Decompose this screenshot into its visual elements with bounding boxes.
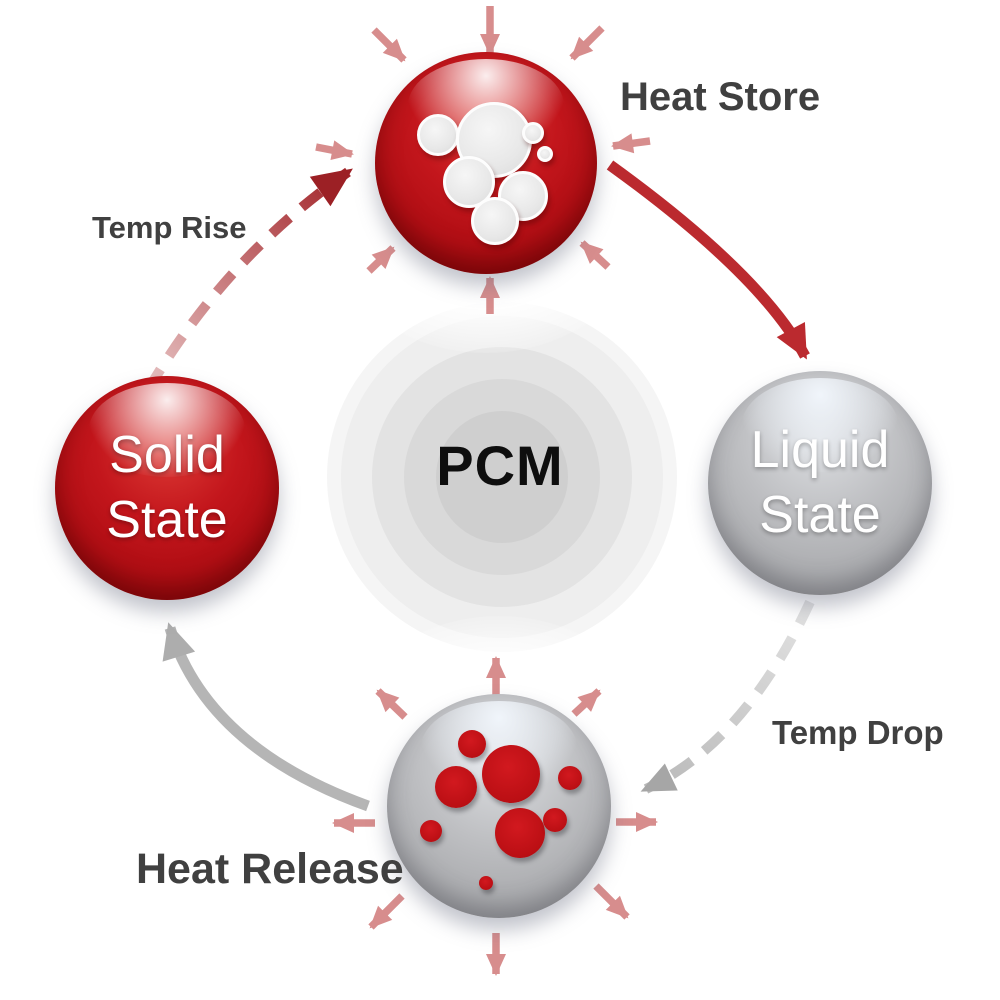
solid-dot-icon: [435, 766, 477, 808]
solid-state-sphere: Solid State: [55, 376, 279, 600]
liquid-state-text: Liquid State: [750, 421, 890, 544]
liquid-state-sphere: Liquid State: [708, 371, 932, 595]
solid-dot-icon: [479, 876, 493, 890]
heat-store-sphere: [375, 52, 597, 274]
arrow-temp-rise-dashed: [143, 167, 353, 393]
bubble-icon: [471, 197, 519, 245]
temp-rise-label: Temp Rise: [92, 210, 247, 245]
solid-dot-icon: [495, 808, 545, 858]
bubble-icon: [417, 114, 459, 156]
bubble-icon: [537, 146, 553, 162]
bubble-icon: [522, 122, 544, 144]
temp-drop-label: Temp Drop: [772, 714, 944, 751]
pcm-ring-5: [436, 411, 568, 543]
solid-dot-icon: [558, 766, 582, 790]
bubble-icon: [443, 156, 495, 208]
heat-in-arrows: [315, 6, 651, 314]
heat-release-sphere: [387, 694, 611, 918]
heat-out-arrows: [332, 656, 658, 976]
solid-dot-icon: [543, 808, 567, 832]
heat-store-label: Heat Store: [620, 75, 821, 119]
arrow-heat-store-to-liquid: [606, 160, 810, 360]
pcm-center-label: PCM: [436, 434, 564, 497]
heat-release-label: Heat Release: [136, 845, 404, 893]
arrow-temp-drop-dashed: [640, 599, 815, 794]
solid-state-text: Solid State: [106, 426, 228, 549]
solid-dot-icon: [482, 745, 540, 803]
solid-dot-icon: [458, 730, 486, 758]
arrow-heat-release-to-solid: [162, 622, 370, 812]
solid-dot-icon: [420, 820, 442, 842]
